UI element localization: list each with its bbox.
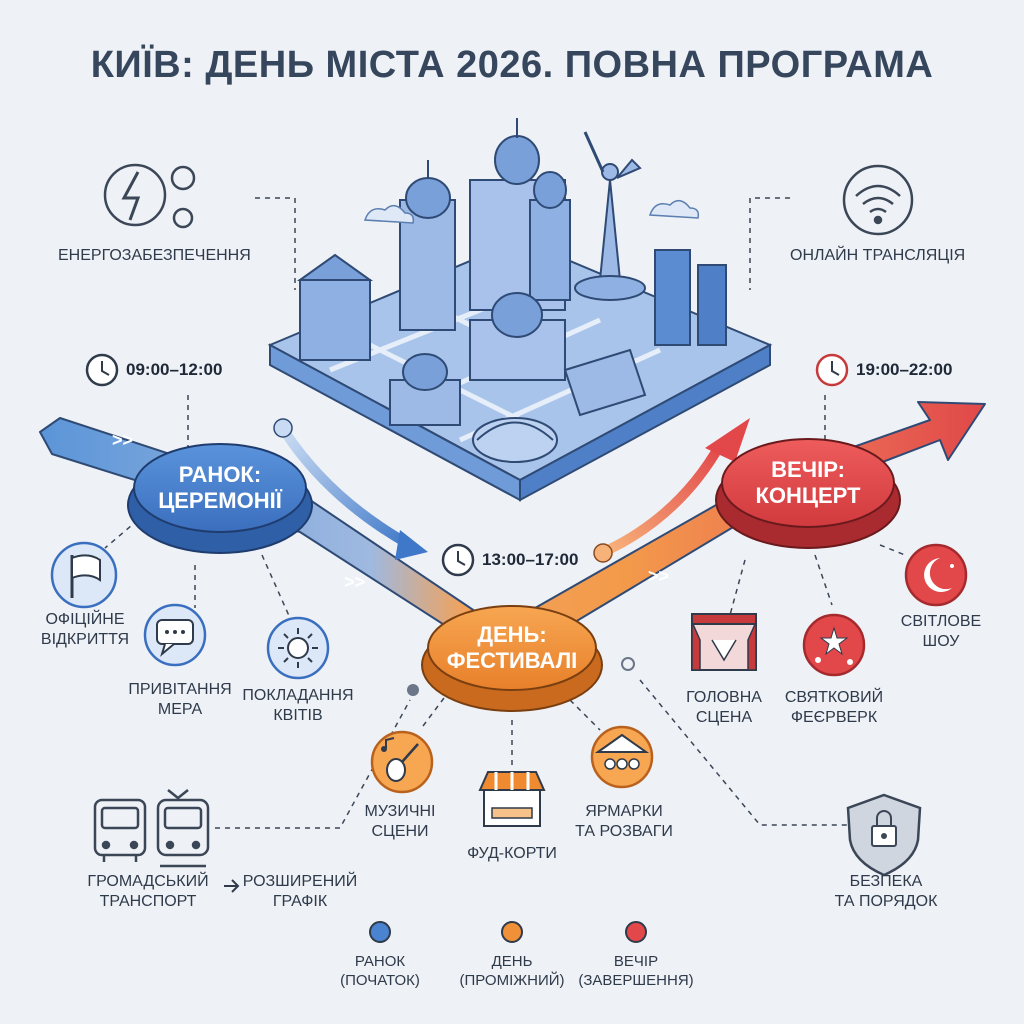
label-line: СВЯТКОВИЙ: [784, 689, 884, 706]
label-line: ГОЛОВНА: [686, 689, 762, 706]
label-safety: БЕЗПЕКА ТА ПОРЯДОК: [826, 872, 946, 912]
label-mayor-greeting: ПРИВІТАННЯ МЕРА: [120, 680, 240, 720]
legend-line: ДЕНЬ: [491, 953, 533, 970]
legend-line: РАНОК: [354, 953, 406, 970]
flow-arrow-morning-to-day: [273, 418, 428, 560]
node-morning-label: РАНОК: ЦЕРЕМОНІЇ: [140, 462, 300, 514]
route-path: >> >> >>: [39, 401, 986, 665]
node-morning-line1: РАНОК:: [178, 462, 262, 487]
node-day-line1: ДЕНЬ:: [477, 622, 547, 647]
connector-dot: [407, 684, 419, 696]
label-online-stream: ОНЛАЙН ТРАНСЛЯЦІЯ: [790, 247, 966, 264]
node-evening-line1: ВЕЧІР:: [771, 457, 845, 482]
label-light-show: СВІТЛОВЕ ШОУ: [896, 612, 986, 652]
fireworks-icon: [802, 613, 866, 677]
label-line: СЦЕНА: [695, 709, 753, 726]
svg-text:>>: >>: [112, 430, 133, 450]
time-evening: 19:00–22:00: [856, 360, 953, 379]
label-line: ТРАНСПОРТ: [99, 893, 197, 910]
label-line: ШОУ: [922, 633, 960, 650]
label-fireworks: СВЯТКОВИЙ ФЕЄРВЕРК: [778, 688, 890, 728]
time-day: 13:00–17:00: [482, 550, 579, 569]
label-energy: ЕНЕРГОЗАБЕЗПЕЧЕННЯ: [58, 247, 251, 264]
label-line: ТА РОЗВАГИ: [575, 823, 673, 840]
flow-arrow-day-to-evening: [593, 418, 750, 563]
label-line: ПРИВІТАННЯ: [128, 681, 232, 698]
clock-icon: [85, 353, 119, 387]
label-line: ГРОМАДСЬКИЙ: [87, 873, 209, 890]
label-line: КВІТІВ: [273, 707, 323, 724]
label-official-opening: ОФІЦІЙНЕ ВІДКРИТТЯ: [30, 610, 140, 650]
clock-icon: [815, 353, 849, 387]
legend-dot-morning: [369, 921, 391, 943]
label-flower-laying: ПОКЛАДАННЯ КВІТІВ: [238, 686, 358, 726]
food-stall-icon: [478, 771, 546, 827]
label-line: МУЗИЧНІ: [364, 803, 436, 820]
legend-evening: ВЕЧІР (ЗАВЕРШЕННЯ): [566, 952, 706, 990]
label-line: СВІТЛОВЕ: [900, 613, 982, 630]
legend-dot-evening: [625, 921, 647, 943]
label-line: ФУД-КОРТИ: [467, 845, 557, 862]
label-line: МЕРА: [157, 701, 203, 718]
node-evening: [715, 438, 901, 549]
energy-icon: [103, 163, 196, 229]
label-extended-schedule: РОЗШИРЕНИЙ ГРАФІК: [240, 872, 360, 912]
label-line: ФЕЄРВЕРК: [790, 709, 878, 726]
label-line: РОЗШИРЕНИЙ: [242, 873, 358, 890]
speech-bubble-icon: [143, 603, 207, 667]
connector-dot: [621, 657, 635, 671]
tram-icon: [156, 789, 210, 868]
label-fairs: ЯРМАРКИ ТА РОЗВАГИ: [564, 802, 684, 842]
label-line: ТА ПОРЯДОК: [834, 893, 938, 910]
kyiv-city-illustration: [267, 118, 773, 502]
guitar-music-icon: [370, 730, 434, 794]
label-music-stages: МУЗИЧНІ СЦЕНИ: [350, 802, 450, 842]
label-line: ОФІЦІЙНЕ: [45, 611, 125, 628]
legend-line: (ПОЧАТОК): [340, 972, 420, 989]
main-stage-icon: [691, 613, 757, 671]
legend-line: (ЗАВЕРШЕННЯ): [578, 972, 694, 989]
label-public-transport: ГРОМАДСЬКИЙ ТРАНСПОРТ: [78, 872, 218, 912]
node-day-line2: ФЕСТИВАЛІ: [446, 648, 578, 673]
legend-morning: РАНОК (ПОЧАТОК): [320, 952, 440, 990]
node-day-label: ДЕНЬ: ФЕСТИВАЛІ: [432, 622, 592, 674]
label-line: ЯРМАРКИ: [585, 803, 663, 820]
label-line: ГРАФІК: [272, 893, 328, 910]
label-line: ВІДКРИТТЯ: [40, 631, 130, 648]
legend-day: ДЕНЬ (ПРОМІЖНИЙ): [447, 952, 577, 990]
node-morning-line2: ЦЕРЕМОНІЇ: [158, 488, 282, 513]
flag-icon: [50, 541, 118, 609]
carousel-fair-icon: [590, 725, 654, 789]
label-main-stage: ГОЛОВНА СЦЕНА: [674, 688, 774, 728]
label-line: СЦЕНИ: [371, 823, 429, 840]
clock-icon: [441, 543, 475, 577]
bus-icon: [93, 798, 147, 862]
time-morning: 09:00–12:00: [126, 360, 223, 379]
label-line: ПОКЛАДАННЯ: [242, 687, 354, 704]
moon-light-show-icon: [904, 543, 968, 607]
svg-text:>>: >>: [648, 566, 669, 586]
legend-line: ВЕЧІР: [613, 953, 659, 970]
node-evening-line2: КОНЦЕРТ: [755, 483, 861, 508]
sun-flower-icon: [266, 616, 330, 680]
arrow-right-icon: [224, 879, 240, 893]
page-title: КИЇВ: ДЕНЬ МІСТА 2026. ПОВНА ПРОГРАМА: [90, 44, 934, 86]
legend-dot-day: [501, 921, 523, 943]
stream-wifi-icon: [842, 164, 914, 236]
legend-line: (ПРОМІЖНИЙ): [459, 972, 565, 989]
shield-lock-icon: [846, 793, 922, 877]
label-food-courts: ФУД-КОРТИ: [452, 844, 572, 864]
node-morning: [127, 443, 313, 554]
node-evening-label: ВЕЧІР: КОНЦЕРТ: [728, 457, 888, 509]
label-line: БЕЗПЕКА: [849, 873, 923, 890]
svg-text:>>: >>: [344, 572, 365, 592]
node-day: [421, 605, 603, 712]
dashed-connectors: [104, 197, 906, 829]
